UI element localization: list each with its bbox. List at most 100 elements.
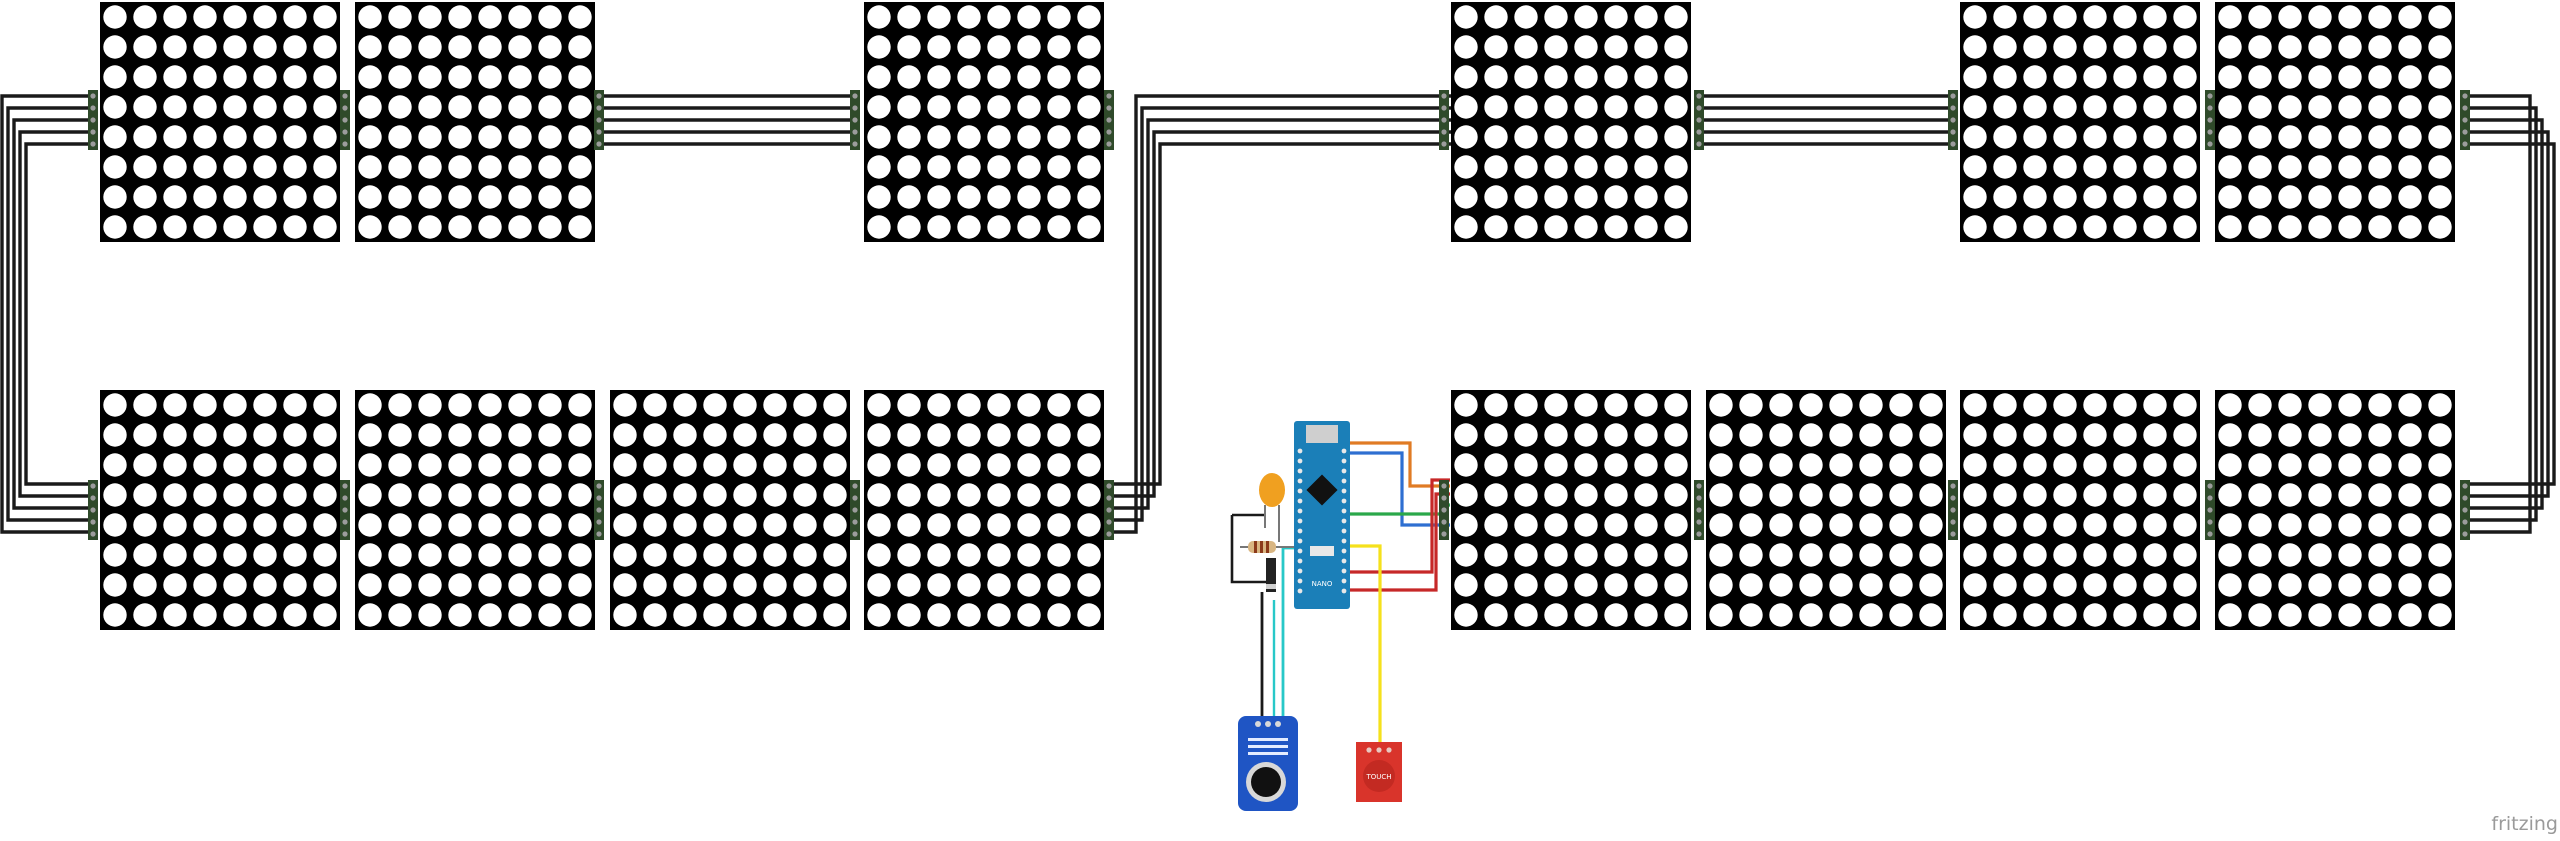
header-pin (1106, 519, 1112, 525)
matrix-led (1574, 95, 1598, 119)
matrix-led (1604, 543, 1628, 567)
touch-sensor-module: TOUCH (1356, 742, 1402, 802)
matrix-led (253, 453, 277, 477)
matrix-led (193, 573, 217, 597)
matrix-led (1017, 95, 1041, 119)
matrix-led (733, 573, 757, 597)
header-pin (1696, 483, 1702, 489)
header-pin (596, 141, 602, 147)
matrix-led (2428, 543, 2452, 567)
led-matrix-6 (2215, 2, 2455, 242)
header-pin (2462, 117, 2468, 123)
matrix-led (1963, 95, 1987, 119)
matrix-led (1017, 215, 1041, 239)
matrix-led (1664, 35, 1688, 59)
matrix-led (388, 5, 412, 29)
matrix-led (283, 483, 307, 507)
matrix-led (1799, 483, 1823, 507)
matrix-led (133, 543, 157, 567)
matrix-led (1963, 393, 1987, 417)
matrix-led (793, 393, 817, 417)
nano-pin-left (1297, 568, 1303, 574)
matrix-led (2173, 5, 2197, 29)
matrix-led (643, 393, 667, 417)
matrix-led (2218, 453, 2242, 477)
matrix-led (927, 185, 951, 209)
matrix-led (133, 423, 157, 447)
matrix-led (673, 423, 697, 447)
matrix-led (478, 393, 502, 417)
matrix-led (478, 603, 502, 627)
header-pin (596, 531, 602, 537)
wiring-layer (0, 94, 2556, 745)
matrix-led (987, 35, 1011, 59)
header-top-6 (1694, 90, 1704, 150)
header-pin (90, 129, 96, 135)
led-matrix-11 (1451, 390, 1691, 630)
header-pin (90, 531, 96, 537)
matrix-led (1484, 5, 1508, 29)
matrix-led (2023, 155, 2047, 179)
matrix-led (2083, 483, 2107, 507)
matrix-led (568, 155, 592, 179)
matrix-led (2083, 603, 2107, 627)
matrix-led (793, 423, 817, 447)
matrix-led (2143, 185, 2167, 209)
matrix-led (253, 603, 277, 627)
header-pin (342, 507, 348, 513)
matrix-led (1484, 95, 1508, 119)
matrix-led (193, 453, 217, 477)
matrix-led (1574, 125, 1598, 149)
matrix-led (987, 483, 1011, 507)
led-matrix-layer (88, 2, 2470, 630)
matrix-led (897, 573, 921, 597)
header-bottom-1 (340, 480, 350, 540)
nano-pin-left (1297, 528, 1303, 534)
matrix-led (613, 513, 637, 537)
matrix-led (1454, 215, 1478, 239)
nano-pin-left (1297, 588, 1303, 594)
matrix-led (1047, 65, 1071, 89)
matrix-led (927, 35, 951, 59)
matrix-led (418, 125, 442, 149)
matrix-led (448, 215, 472, 239)
matrix-led (2428, 215, 2452, 239)
matrix-led (1963, 483, 1987, 507)
matrix-led (1739, 513, 1763, 537)
matrix-led (793, 453, 817, 477)
matrix-led (1514, 125, 1538, 149)
matrix-led (2218, 35, 2242, 59)
resistor-band (1260, 541, 1263, 553)
matrix-led (2428, 155, 2452, 179)
matrix-led (2248, 543, 2272, 567)
matrix-led (1514, 393, 1538, 417)
led-matrix-7 (100, 390, 340, 630)
matrix-led (2218, 573, 2242, 597)
matrix-led (163, 603, 187, 627)
matrix-led (1544, 95, 1568, 119)
matrix-led (2218, 125, 2242, 149)
touch-sensor-pin (1386, 747, 1392, 753)
matrix-led (643, 423, 667, 447)
matrix-led (2053, 95, 2077, 119)
matrix-led (1963, 35, 1987, 59)
header-pin (1696, 531, 1702, 537)
matrix-led (538, 393, 562, 417)
matrix-led (1604, 573, 1628, 597)
matrix-body (100, 2, 340, 242)
diode-band (1266, 584, 1276, 589)
matrix-led (1664, 543, 1688, 567)
matrix-led (2278, 185, 2302, 209)
matrix-led (388, 65, 412, 89)
matrix-led (223, 423, 247, 447)
matrix-led (448, 603, 472, 627)
matrix-led (1514, 573, 1538, 597)
matrix-led (1047, 5, 1071, 29)
matrix-led (193, 483, 217, 507)
matrix-led (2428, 483, 2452, 507)
matrix-led (2173, 125, 2197, 149)
sound-sensor-silkscreen (1248, 745, 1288, 748)
matrix-led (897, 155, 921, 179)
nano-pin-right (1341, 468, 1347, 474)
matrix-led (388, 215, 412, 239)
